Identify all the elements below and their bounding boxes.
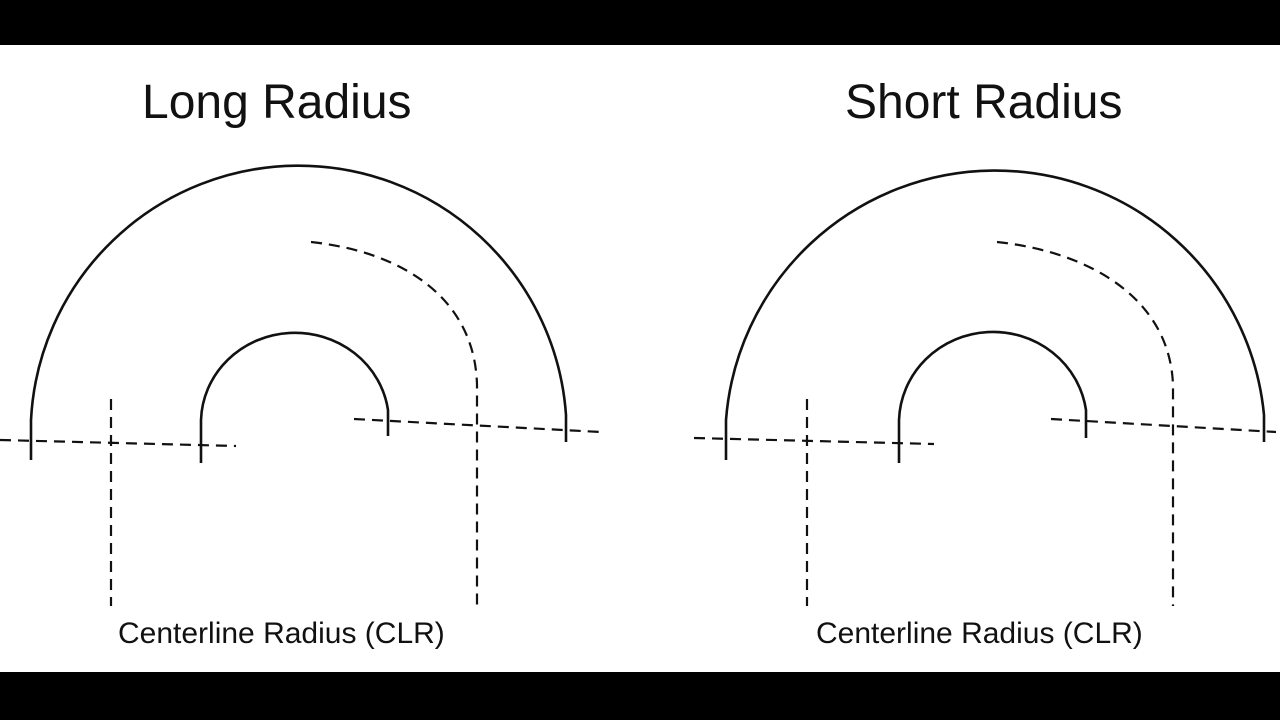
letterbox-top	[0, 0, 1280, 45]
short-radius-title: Short Radius	[845, 76, 1123, 129]
diagram-canvas	[0, 45, 1280, 672]
letterbox-bottom	[0, 672, 1280, 720]
short-radius-baseline-right	[1050, 417, 1277, 434]
long-radius-inner-arc	[199, 331, 390, 463]
short-radius-caption: Centerline Radius (CLR)	[816, 617, 1143, 650]
long-radius-outer-arc	[29, 164, 568, 460]
long-radius-elbow	[0, 164, 602, 606]
short-radius-elbow	[693, 169, 1277, 606]
long-radius-title: Long Radius	[142, 76, 412, 129]
long-radius-baseline-left	[0, 438, 237, 448]
short-radius-inner-arc	[897, 330, 1088, 463]
long-radius-caption: Centerline Radius (CLR)	[118, 617, 445, 650]
short-radius-baseline-left	[693, 436, 935, 446]
short-radius-centerline-arc	[996, 240, 1175, 606]
long-radius-baseline-right	[353, 417, 602, 434]
short-radius-outer-arc	[724, 169, 1266, 460]
long-radius-centerline-arc	[310, 240, 479, 606]
